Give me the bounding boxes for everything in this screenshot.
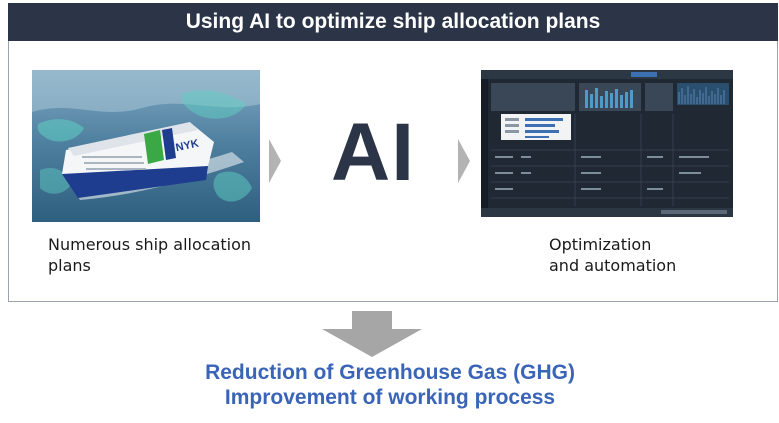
title-text: Using AI to optimize ship allocation pla… [185,10,601,33]
chevron-right-icon [269,139,281,183]
outcome-process-improvement: Improvement of working process [224,386,556,409]
left-caption: Numerous ship allocation plans [48,234,251,276]
left-caption-line-1: Numerous ship allocation [48,235,252,254]
ai-label: AI [331,107,415,198]
hull-text: NYK [175,138,200,155]
title-banner: Using AI to optimize ship allocation pla… [8,3,778,41]
right-caption: Optimization and automation [549,234,676,276]
right-caption-line-2: and automation [549,256,677,275]
ship-photo: NYK [32,70,260,222]
arrow-down-icon [322,311,422,357]
right-caption-line-1: Optimization [549,235,652,254]
outcome-ghg-reduction: Reduction of Greenhouse Gas (GHG) [205,361,575,384]
dashboard-screenshot [481,70,733,217]
chevron-right-icon [458,139,470,183]
left-caption-line-2: plans [48,256,91,275]
